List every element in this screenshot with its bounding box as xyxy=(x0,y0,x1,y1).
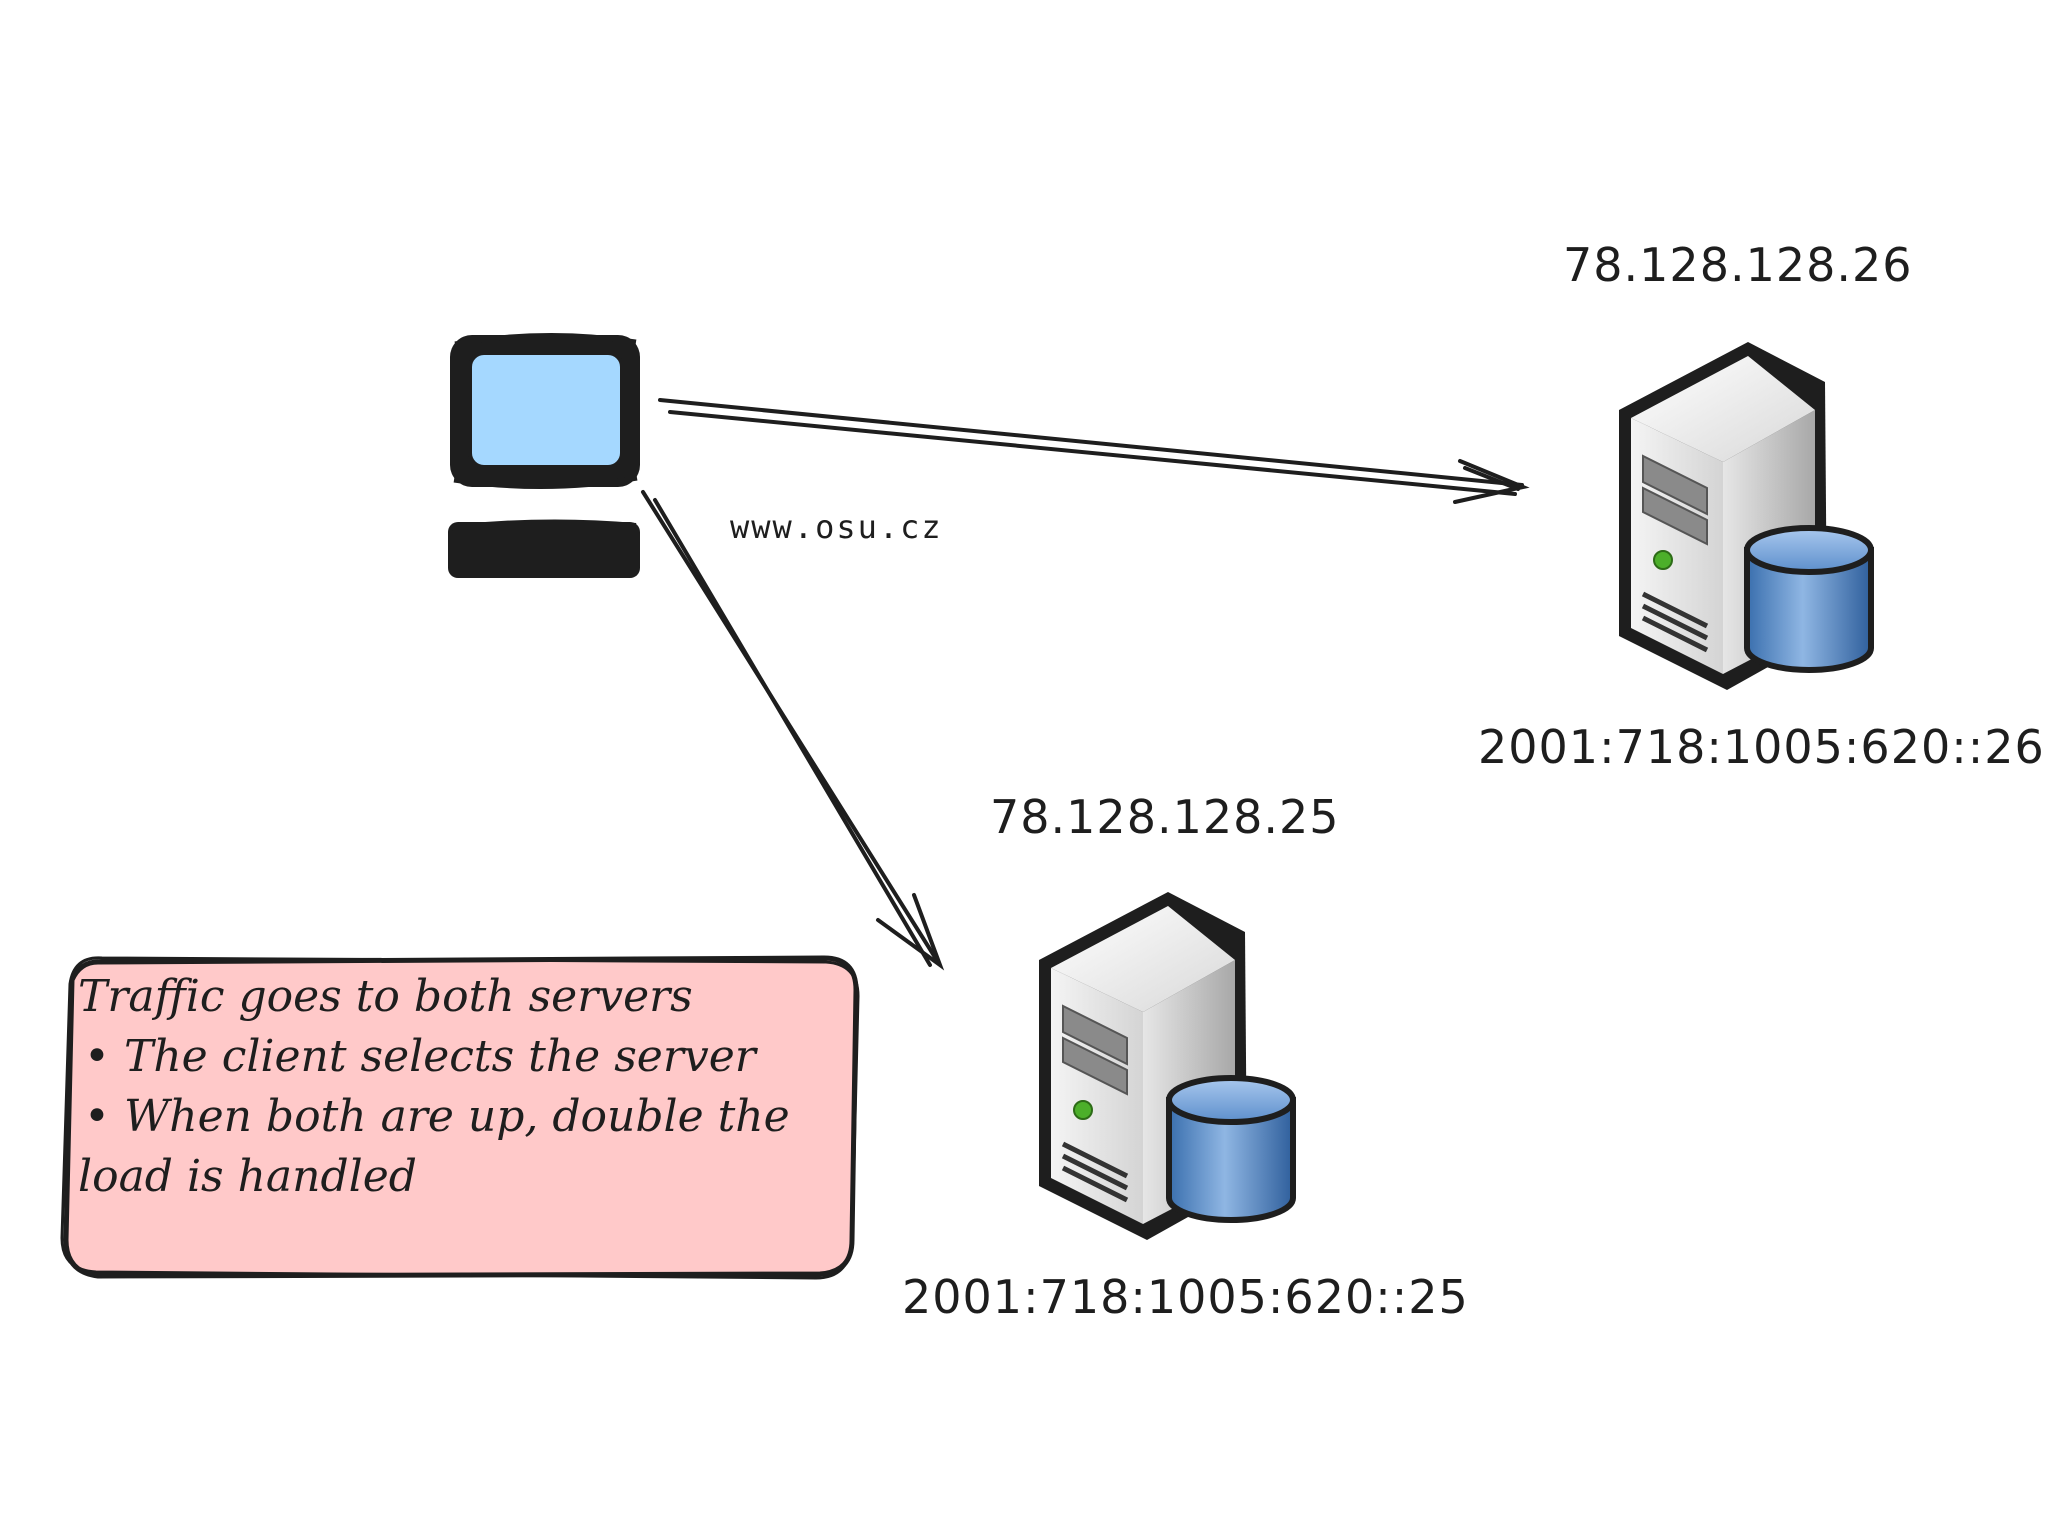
server-25-ipv4-label: 78.128.128.25 xyxy=(990,790,1340,844)
note-title: Traffic goes to both servers xyxy=(78,971,693,1022)
arrow-to-server-26 xyxy=(658,398,1530,504)
server-26-ipv6-label: 2001:718:1005:620::26 xyxy=(1478,720,2045,774)
monitor-icon xyxy=(450,333,640,489)
keyboard-icon xyxy=(448,519,640,578)
note-bullet-2: When both are up, double the xyxy=(78,1087,836,1147)
client-computer-icon xyxy=(448,333,640,578)
note-continuation: load is handled xyxy=(78,1151,417,1202)
server-26-icon xyxy=(1619,342,1871,690)
server-25-ipv6-label: 2001:718:1005:620::25 xyxy=(902,1270,1469,1324)
note-bullet-1: The client selects the server xyxy=(78,1027,836,1087)
server-25-icon xyxy=(1039,892,1293,1240)
server-26-ipv4-label: 78.128.128.26 xyxy=(1563,238,1913,292)
database-26-icon xyxy=(1747,528,1871,670)
note-box: Traffic goes to both servers The client … xyxy=(64,953,850,1275)
arrow-to-server-25 xyxy=(641,490,945,971)
client-hostname-label: www.osu.cz xyxy=(730,508,943,546)
database-25-icon xyxy=(1169,1078,1293,1220)
